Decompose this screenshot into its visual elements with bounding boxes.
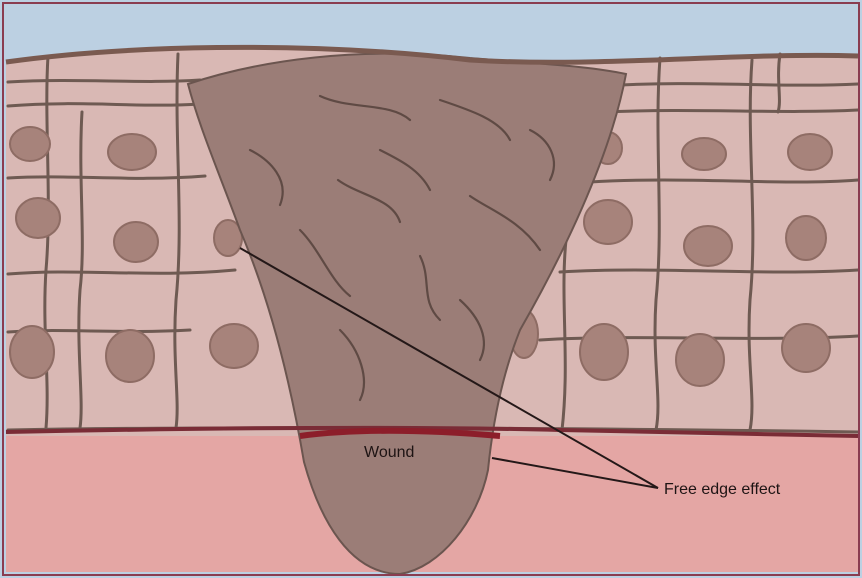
free-edge-effect-label: Free edge effect (664, 481, 780, 499)
wound-label: Wound (364, 444, 414, 462)
